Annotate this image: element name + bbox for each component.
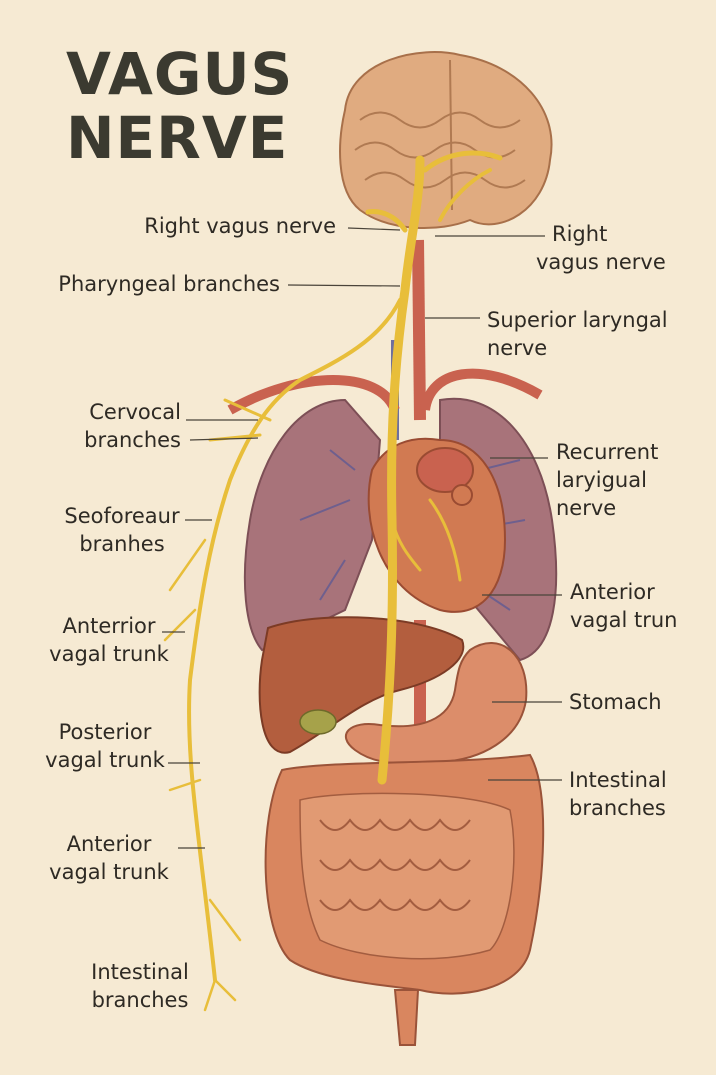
label-line: Anterrior [62,614,156,638]
label-seoforeaur: Seoforeaur branhes [62,502,182,558]
label-line: Seoforeaur [64,504,180,528]
main-vagus-trunk [377,155,425,785]
label-line: branches [569,796,666,820]
label-line: vagal trunk [49,860,169,884]
gallbladder [299,709,337,735]
label-intestinal-left: Intestinal branches [80,958,200,1014]
heart [367,437,507,613]
label-right-vagus-left: Right vagus nerve [144,214,336,238]
label-line: branches [84,428,181,452]
label-line: nerve [556,496,617,520]
small-intestine [299,792,515,960]
right-lung [243,398,382,652]
label-line: Right [552,222,608,246]
label-line: Anterior [570,580,655,604]
label-line: Superior laryngal [487,308,668,332]
label-anterior-vagal-right: Anterior vagal trun [570,578,678,634]
stomach [344,642,528,765]
title-line-1: VAGUS [66,40,294,108]
label-stomach: Stomach [569,690,662,714]
label-pharyngeal: Pharyngeal branches [58,272,280,296]
vagus-nerves [163,150,503,1012]
label-line: Cervocal [89,400,181,424]
label-recurrent-laryngeal: Recurrent laryigual nerve [556,438,658,522]
label-line: Intestinal [91,960,189,984]
label-posterior-vagal: Posterior vagal trunk [40,718,170,774]
label-intestinal-right: Intestinal branches [569,766,667,822]
label-anterrior-vagal: Anterrior vagal trunk [44,612,174,668]
rectum [393,989,420,1046]
label-line: vagal trunk [45,748,165,772]
label-cervocal: Cervocal branches [84,398,181,454]
label-line: Recurrent [556,440,659,464]
label-line: Posterior [58,720,152,744]
label-superior-laryngeal: Superior laryngal nerve [487,306,668,362]
label-line: branhes [79,532,165,556]
title-line-2: NERVE [66,104,289,172]
label-line: Intestinal [569,768,667,792]
aortic-arch [416,447,474,493]
label-line: laryigual [556,468,647,492]
label-line: Anterior [66,832,152,856]
brain [339,51,553,229]
leader-lines [162,227,562,849]
label-anterior-vagal-left: Anterior vagal trunk [44,830,174,886]
label-line: vagal trun [570,608,678,632]
intestines [264,753,545,1046]
label-line: vagal trunk [49,642,169,666]
label-line: nerve [487,336,548,360]
label-line: vagus nerve [536,250,666,274]
label-right-vagus-right: Right vagus nerve [536,220,666,276]
label-line: branches [91,988,189,1012]
diagram-title: VAGUS NERVE [66,42,293,170]
